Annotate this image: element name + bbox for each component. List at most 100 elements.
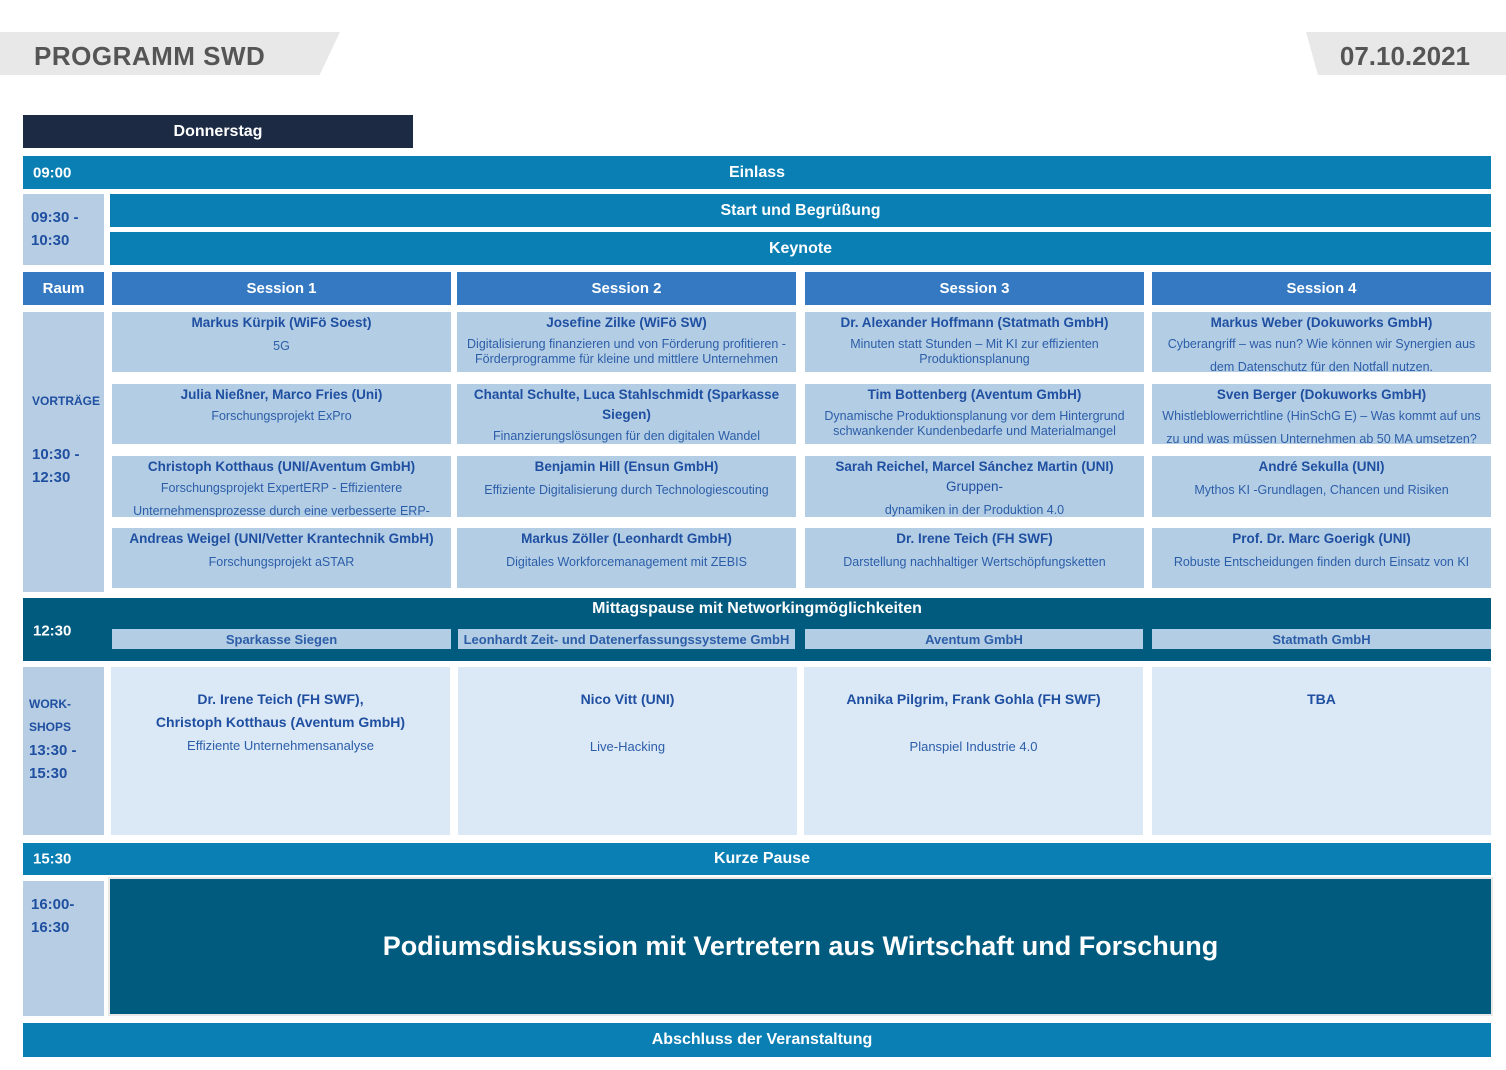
talk-cell: Benjamin Hill (Ensun GmbH) Effiziente Di… xyxy=(457,456,796,517)
talk-cell: Dr. Alexander Hoffmann (Statmath GmbH) M… xyxy=(805,312,1144,372)
workshop-cell: Nico Vitt (UNI) Live-Hacking xyxy=(458,667,797,835)
workshop-title: Live-Hacking xyxy=(589,739,666,754)
talk-cell: Julia Nießner, Marco Fries (Uni) Forschu… xyxy=(112,384,451,444)
einlass-time: 09:00 xyxy=(33,164,72,181)
talk-speaker: Tim Bottenberg (Aventum GmbH) xyxy=(867,387,1082,402)
day-label: Donnerstag xyxy=(23,115,413,148)
workshop-speaker: TBA xyxy=(1307,691,1336,707)
workshop-speaker: Dr. Irene Teich (FH SWF), xyxy=(197,691,364,707)
talk-cell: Markus Weber (Dokuworks GmbH) Cyberangri… xyxy=(1152,312,1491,372)
lunch-label: Mittagspause mit Networkingmöglichkeiten xyxy=(592,600,922,617)
lunch-time: 12:30 xyxy=(33,622,72,640)
talk-title: Darstellung nachhaltiger Wertschöpfungsk… xyxy=(843,555,1106,569)
program-date: 07.10.2021 xyxy=(1339,41,1470,71)
talk-speaker: Prof. Dr. Marc Goerigk (UNI) xyxy=(1232,531,1411,546)
opening-time-cell: 09:30 - 10:30 xyxy=(23,194,104,265)
talk-title: Minuten statt Stunden – Mit KI zur effiz… xyxy=(850,337,1099,366)
talk-cell: Dr. Irene Teich (FH SWF) Darstellung nac… xyxy=(805,528,1144,588)
talk-speaker: Markus Zöller (Leonhardt GmbH) xyxy=(521,531,732,546)
session-head-2: Session 2 xyxy=(457,272,796,305)
session-head-4: Session 4 xyxy=(1152,272,1491,305)
talks-time-start: 10:30 - xyxy=(32,446,80,463)
talk-speaker: Christoph Kotthaus (UNI/Aventum GmbH) xyxy=(147,459,416,474)
workshop-cell: Annika Pilgrim, Frank Gohla (FH SWF) Pla… xyxy=(804,667,1143,835)
talk-speaker-extra: Gruppen- xyxy=(945,479,1004,494)
talk-speaker: Dr. Alexander Hoffmann (Statmath GmbH) xyxy=(840,315,1109,330)
podium-time-end: 16:30 xyxy=(31,919,70,936)
sponsor-label: Statmath GmbH xyxy=(1152,629,1491,649)
talk-title: Robuste Entscheidungen finden durch Eins… xyxy=(1173,555,1470,569)
podium-time-start: 16:00- xyxy=(31,896,75,913)
podium-time-cell: 16:00- 16:30 xyxy=(23,881,104,1016)
talk-cell: Prof. Dr. Marc Goerigk (UNI) Robuste Ent… xyxy=(1152,528,1491,588)
talk-title: Whistleblowerrichtline (HinSchG E) – Was… xyxy=(1162,409,1481,444)
talk-cell: Markus Zöller (Leonhardt GmbH) Digitales… xyxy=(457,528,796,588)
date-banner: 07.10.2021 xyxy=(1306,32,1506,75)
pause-bar: 15:30 Kurze Pause xyxy=(23,843,1491,875)
einlass-label: Einlass xyxy=(728,163,786,181)
talk-title: dynamiken in der Produktion 4.0 xyxy=(884,503,1065,517)
closing-label: Abschluss der Veranstaltung xyxy=(651,1031,873,1048)
podium-block: Podiumsdiskussion mit Vertretern aus Wir… xyxy=(110,879,1491,1014)
talk-title: Digitalisierung finanzieren und von Förd… xyxy=(467,337,786,366)
talk-speaker: Julia Nießner, Marco Fries (Uni) xyxy=(180,387,383,402)
start-begruessung-bar: Start und Begrüßung xyxy=(110,194,1491,227)
workshop-speaker: Annika Pilgrim, Frank Gohla (FH SWF) xyxy=(846,691,1101,707)
talk-cell: Markus Kürpik (WiFö Soest) 5G xyxy=(112,312,451,372)
talk-title: Digitales Workforcemanagement mit ZEBIS xyxy=(506,555,747,569)
talk-speaker: André Sekulla (UNI) xyxy=(1258,459,1385,474)
talk-speaker: Chantal Schulte, Luca Stahlschmidt (Spar… xyxy=(473,387,780,422)
opening-time-end: 10:30 xyxy=(31,232,70,249)
talk-title: Forschungsprojekt ExPro xyxy=(211,409,352,423)
program-title: PROGRAMM SWD xyxy=(34,41,266,71)
workshops-time-start: 13:30 - xyxy=(29,742,77,759)
workshop-speaker: Nico Vitt (UNI) xyxy=(580,691,675,707)
workshops-time-cell: WORK- SHOPS 13:30 - 15:30 xyxy=(23,667,104,835)
einlass-bar: 09:00 Einlass xyxy=(23,156,1491,189)
talk-title: Dynamische Produktionsplanung vor dem Hi… xyxy=(824,409,1125,438)
workshop-cell: Dr. Irene Teich (FH SWF), Christoph Kott… xyxy=(111,667,450,835)
workshop-cell: TBA xyxy=(1152,667,1491,835)
talk-cell: Sven Berger (Dokuworks GmbH) Whistleblow… xyxy=(1152,384,1491,444)
pause-label: Kurze Pause xyxy=(713,850,811,867)
workshops-category-2: SHOPS xyxy=(29,720,72,734)
talk-cell: Sarah Reichel, Marcel Sánchez Martin (UN… xyxy=(805,456,1144,517)
talk-cell: Chantal Schulte, Luca Stahlschmidt (Spar… xyxy=(457,384,796,444)
talk-title: Cyberangriff – was nun? Wie können wir S… xyxy=(1167,337,1476,372)
talk-speaker: Dr. Irene Teich (FH SWF) xyxy=(896,531,1053,546)
pause-time: 15:30 xyxy=(33,850,72,868)
workshop-title: Effiziente Unternehmensanalyse xyxy=(187,738,374,753)
talk-speaker: Andreas Weigel (UNI/Vetter Krantechnik G… xyxy=(129,531,434,546)
keynote-bar: Keynote xyxy=(110,232,1491,265)
closing-bar: Abschluss der Veranstaltung xyxy=(23,1023,1491,1057)
talk-cell: Tim Bottenberg (Aventum GmbH) Dynamische… xyxy=(805,384,1144,444)
session-head-3: Session 3 xyxy=(805,272,1144,305)
talk-speaker: Markus Kürpik (WiFö Soest) xyxy=(191,315,372,330)
room-label: Raum xyxy=(23,272,104,305)
talk-speaker: Sven Berger (Dokuworks GmbH) xyxy=(1216,387,1427,402)
talks-category: VORTRÄGE xyxy=(32,394,101,408)
sponsor-label: Sparkasse Siegen xyxy=(112,629,451,649)
sponsor-label: Leonhardt Zeit- und Datenerfassungssyste… xyxy=(458,629,795,649)
talks-time-end: 12:30 xyxy=(32,469,71,486)
talk-title: 5G xyxy=(273,339,290,353)
workshop-speaker: Christoph Kotthaus (Aventum GmbH) xyxy=(155,714,406,730)
talk-cell: Andreas Weigel (UNI/Vetter Krantechnik G… xyxy=(112,528,451,588)
talk-title: Forschungsprojekt ExpertERP - Effiziente… xyxy=(133,481,430,517)
talk-speaker: Benjamin Hill (Ensun GmbH) xyxy=(534,459,719,474)
workshops-category-1: WORK- xyxy=(29,697,71,711)
talk-cell: André Sekulla (UNI) Mythos KI -Grundlage… xyxy=(1152,456,1491,517)
talk-title: Mythos KI -Grundlagen, Chancen und Risik… xyxy=(1194,483,1449,497)
talk-cell: Josefine Zilke (WiFö SW) Digitalisierung… xyxy=(457,312,796,372)
talks-time-cell: VORTRÄGE 10:30 - 12:30 xyxy=(23,312,104,592)
session-head-1: Session 1 xyxy=(112,272,451,305)
talk-title: Effiziente Digitalisierung durch Technol… xyxy=(484,483,769,497)
opening-time-start: 09:30 - xyxy=(31,209,79,226)
talk-speaker: Sarah Reichel, Marcel Sánchez Martin (UN… xyxy=(835,459,1114,474)
talk-speaker-line: Sarah Reichel, Marcel Sánchez Martin (UN… xyxy=(807,457,1142,497)
program-title-banner: PROGRAMM SWD xyxy=(0,32,340,75)
talk-speaker: Josefine Zilke (WiFö SW) xyxy=(546,315,707,330)
sponsor-label: Aventum GmbH xyxy=(805,629,1143,649)
workshops-time-end: 15:30 xyxy=(29,765,68,782)
talk-title: Forschungsprojekt aSTAR xyxy=(208,555,355,569)
